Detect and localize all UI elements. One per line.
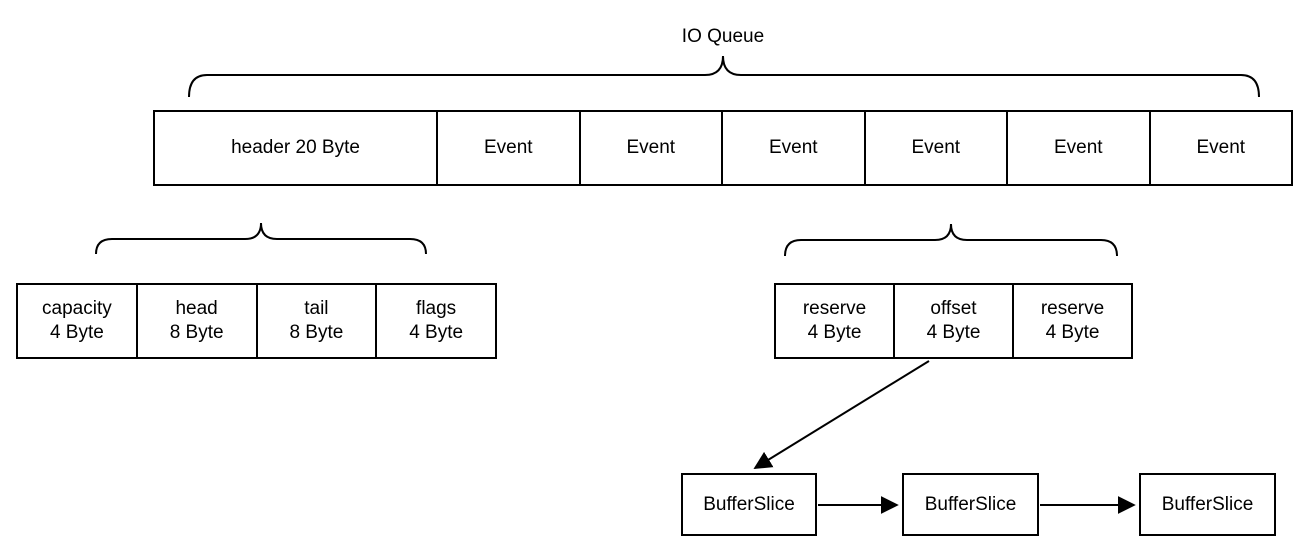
queue-cell-header: header 20 Byte: [155, 112, 436, 184]
queue-cell-event-3: Event: [721, 112, 864, 184]
bufferslice-box-3: BufferSlice: [1139, 473, 1276, 536]
queue-cell-label: Event: [768, 137, 818, 158]
queue-cell-label: header 20 Byte: [231, 137, 360, 158]
bufferslice-label: BufferSlice: [703, 493, 795, 515]
field-size: 4 Byte: [49, 322, 104, 343]
queue-cell-label: Event: [626, 137, 676, 158]
field-name: reserve: [802, 298, 867, 319]
io-queue-row: header 20 Byte Event Event Event Event E…: [153, 110, 1293, 186]
queue-cell-event-5: Event: [1006, 112, 1149, 184]
field-size: 8 Byte: [289, 322, 344, 343]
field-name: offset: [930, 298, 977, 319]
queue-cell-event-1: Event: [436, 112, 579, 184]
bufferslice-box-2: BufferSlice: [902, 473, 1039, 536]
header-field-flags: flags 4 Byte: [375, 285, 495, 357]
io-queue-brace: [188, 55, 1260, 98]
header-fields-row: capacity 4 Byte head 8 Byte tail 8 Byte …: [16, 283, 497, 359]
queue-cell-label: Event: [911, 137, 961, 158]
event-field-offset: offset 4 Byte: [893, 285, 1012, 357]
offset-to-bufferslice-arrow: [753, 360, 930, 469]
event-fields-brace: [784, 223, 1118, 257]
queue-cell-label: Event: [1196, 137, 1246, 158]
queue-cell-event-6: Event: [1148, 112, 1291, 184]
field-name: capacity: [42, 298, 112, 319]
field-name: reserve: [1040, 298, 1105, 319]
diagram-title: IO Queue: [681, 26, 765, 47]
event-field-reserve-1: reserve 4 Byte: [776, 285, 893, 357]
field-size: 8 Byte: [169, 322, 224, 343]
header-fields-brace: [95, 222, 427, 255]
bufferslice-box-1: BufferSlice: [681, 473, 817, 536]
field-size: 4 Byte: [1045, 322, 1100, 343]
field-size: 4 Byte: [409, 322, 464, 343]
field-name: head: [175, 298, 218, 319]
bufferslice-label: BufferSlice: [1161, 493, 1254, 515]
bufferslice-label: BufferSlice: [924, 493, 1017, 515]
field-size: 4 Byte: [926, 322, 981, 343]
header-field-capacity: capacity 4 Byte: [18, 285, 136, 357]
queue-cell-label: Event: [1053, 137, 1103, 158]
field-size: 4 Byte: [807, 322, 862, 343]
queue-cell-event-2: Event: [578, 112, 721, 184]
header-field-head: head 8 Byte: [135, 285, 256, 357]
field-name: tail: [304, 298, 329, 319]
event-field-reserve-2: reserve 4 Byte: [1012, 285, 1131, 357]
queue-cell-event-4: Event: [863, 112, 1006, 184]
field-name: flags: [416, 298, 457, 319]
event-fields-row: reserve 4 Byte offset 4 Byte reserve 4 B…: [774, 283, 1133, 359]
queue-cell-label: Event: [483, 137, 533, 158]
header-field-tail: tail 8 Byte: [255, 285, 376, 357]
